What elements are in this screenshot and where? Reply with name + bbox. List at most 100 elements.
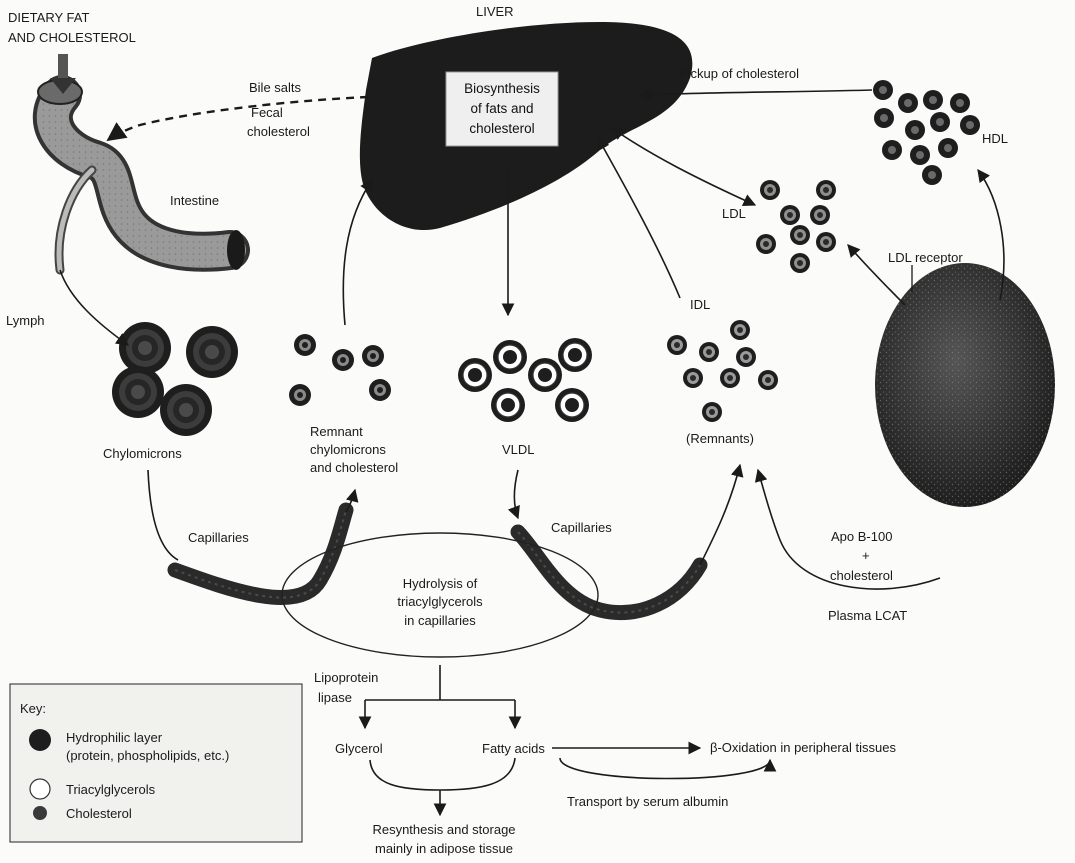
ldl-label: LDL bbox=[722, 206, 746, 221]
key-triacylglycerols-symbol bbox=[30, 779, 50, 799]
ldl-particle bbox=[790, 253, 810, 273]
hdl-particle bbox=[930, 112, 950, 132]
lipoprotein-label-line1: Lipoprotein bbox=[314, 670, 378, 685]
apo-label-line3: cholesterol bbox=[830, 568, 893, 583]
remnant-label-line2: chylomicrons bbox=[310, 442, 386, 457]
hdl-particle bbox=[898, 93, 918, 113]
remnant-particle bbox=[289, 384, 311, 406]
key-title: Key: bbox=[20, 701, 46, 716]
liver-label: LIVER bbox=[476, 4, 514, 19]
capillary-to-idl-arrow bbox=[700, 465, 740, 565]
fatty-acids-label: Fatty acids bbox=[482, 741, 545, 756]
hdl-particle bbox=[882, 140, 902, 160]
ldl-particle bbox=[760, 180, 780, 200]
chylomicron-particle bbox=[112, 366, 164, 418]
chylomicron-particle bbox=[186, 326, 238, 378]
remnant-label-line3: and cholesterol bbox=[310, 460, 398, 475]
ldl-particle bbox=[810, 205, 830, 225]
hdl-particle bbox=[905, 120, 925, 140]
hdl-particle bbox=[910, 145, 930, 165]
idl-particle bbox=[683, 368, 703, 388]
key-legend: Key: Hydrophilic layer (protein, phospho… bbox=[10, 684, 302, 842]
ldl-particle bbox=[756, 234, 776, 254]
vldl-particle bbox=[493, 340, 527, 374]
chylomicron-particle bbox=[160, 384, 212, 436]
hdl-particle bbox=[874, 108, 894, 128]
key-hydrophilic-line2: (protein, phospholipids, etc.) bbox=[66, 748, 229, 763]
idl-particle bbox=[702, 402, 722, 422]
bile-salts-label: Bile salts bbox=[249, 80, 302, 95]
biosynthesis-line3: cholesterol bbox=[469, 121, 534, 136]
hydrolysis-label-line3: in capillaries bbox=[404, 613, 476, 628]
key-hydrophilic-line1: Hydrophilic layer bbox=[66, 730, 163, 745]
vldl-label: VLDL bbox=[502, 442, 535, 457]
idl-particle bbox=[736, 347, 756, 367]
ldl-receptor-label: LDL receptor bbox=[888, 250, 963, 265]
idl-particles bbox=[667, 320, 778, 422]
lipoprotein-label-line2: lipase bbox=[318, 690, 352, 705]
hdl-particle bbox=[960, 115, 980, 135]
vldl-to-capillary-arrow bbox=[514, 470, 518, 518]
intestine-label: Intestine bbox=[170, 193, 219, 208]
hydrolysis-label-line2: triacylglycerols bbox=[397, 594, 483, 609]
apo-label-line1: Apo B-100 bbox=[831, 529, 892, 544]
idl-particle bbox=[667, 335, 687, 355]
hdl-particle bbox=[923, 90, 943, 110]
key-cholesterol-label: Cholesterol bbox=[66, 806, 132, 821]
biosynthesis-line1: Biosynthesis bbox=[464, 81, 540, 96]
resynthesis-label-line1: Resynthesis and storage bbox=[372, 822, 515, 837]
chylomicron-particle bbox=[119, 322, 171, 374]
idl-label: IDL bbox=[690, 297, 710, 312]
lipase-branch-lines bbox=[365, 665, 515, 700]
vldl-particle bbox=[528, 358, 562, 392]
hydrolysis-label-line1: Hydrolysis of bbox=[403, 576, 478, 591]
ldl-particle bbox=[816, 180, 836, 200]
ldl-particle bbox=[790, 225, 810, 245]
glycerol-label: Glycerol bbox=[335, 741, 383, 756]
fecal-label-line1: Fecal bbox=[251, 105, 283, 120]
idl-particle bbox=[730, 320, 750, 340]
chylomicron-particles bbox=[112, 322, 238, 436]
pickup-label: Pickup of cholesterol bbox=[679, 66, 799, 81]
vldl-particle bbox=[458, 358, 492, 392]
ldl-particle bbox=[816, 232, 836, 252]
dietary-label-line1: DIETARY FAT bbox=[8, 10, 89, 25]
remnant-particle bbox=[294, 334, 316, 356]
remnant-to-liver-arrow bbox=[343, 180, 372, 325]
bile-salts-arrow bbox=[108, 97, 368, 140]
hdl-particle bbox=[938, 138, 958, 158]
plasma-lcat-label: Plasma LCAT bbox=[828, 608, 907, 623]
remnant-particle bbox=[369, 379, 391, 401]
ldl-liver-arrow bbox=[612, 128, 755, 205]
capillaries-left-label: Capillaries bbox=[188, 530, 249, 545]
dietary-label-line2: AND CHOLESTEROL bbox=[8, 30, 136, 45]
intestine-illustration bbox=[38, 80, 245, 270]
ldl-particle bbox=[780, 205, 800, 225]
beta-oxidation-label: β-Oxidation in peripheral tissues bbox=[710, 740, 896, 755]
idl-particle bbox=[699, 342, 719, 362]
transport-label: Transport by serum albumin bbox=[567, 794, 728, 809]
key-hydrophilic-symbol bbox=[29, 729, 51, 751]
key-triacylglycerols-label: Triacylglycerols bbox=[66, 782, 156, 797]
hdl-particle bbox=[873, 80, 893, 100]
biosynthesis-line2: of fats and bbox=[470, 101, 533, 116]
vldl-particles bbox=[458, 338, 592, 422]
capillaries-right-label: Capillaries bbox=[551, 520, 612, 535]
remnant-particle bbox=[362, 345, 384, 367]
lymph-label: Lymph bbox=[6, 313, 45, 328]
idl-particle bbox=[758, 370, 778, 390]
apo-label-plus: + bbox=[862, 548, 870, 563]
lymph-arrow bbox=[60, 270, 128, 345]
idl-particle bbox=[720, 368, 740, 388]
serum-albumin-transport-arrow bbox=[560, 758, 770, 779]
chylo-to-capillary-line bbox=[148, 470, 178, 560]
hdl-label: HDL bbox=[982, 131, 1008, 146]
capillary-right bbox=[518, 532, 700, 613]
to-resynthesis-arrows bbox=[370, 758, 515, 815]
hdl-particle bbox=[922, 165, 942, 185]
hdl-particles bbox=[873, 80, 980, 185]
biosynthesis-box: Biosynthesis of fats and cholesterol bbox=[446, 72, 558, 146]
remnant-particles bbox=[289, 334, 391, 406]
